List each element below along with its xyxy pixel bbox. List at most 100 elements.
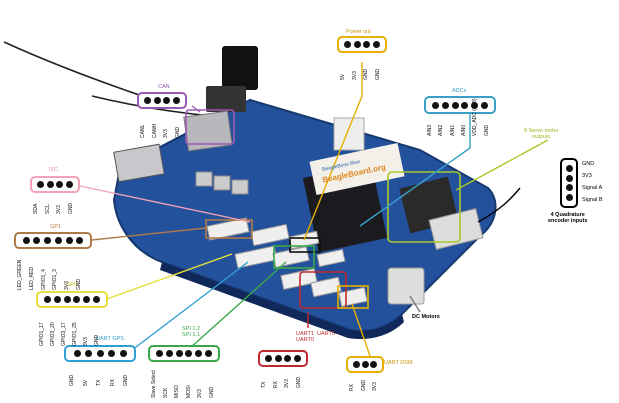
servo-note: 8 Servo motor outputs: [524, 128, 559, 141]
pin-label-can: CANL: [140, 124, 146, 138]
pin-icon: [85, 350, 92, 357]
gp1-connector: [14, 232, 92, 249]
pin-icon: [22, 237, 30, 244]
pin-icon: [54, 237, 62, 244]
usb-connector: [113, 143, 165, 183]
pin-label-can: 3V3: [163, 129, 169, 138]
pin-label-uart_gps: 5V: [82, 379, 89, 386]
pin-icon: [93, 296, 101, 303]
pin-label-uart1: GND: [295, 376, 302, 388]
pin-label-adcs: GND: [483, 124, 490, 136]
pin-label-adcs: AIN0: [460, 124, 467, 136]
pin-label-gp0: GND: [94, 334, 100, 346]
pin-icon: [205, 350, 213, 357]
pin-label-uart_gps: TX: [96, 379, 102, 386]
line-gp1: [91, 227, 207, 241]
pin-icon: [284, 355, 292, 362]
pin-label-gp1: GND: [76, 278, 82, 290]
pin-icon: [53, 296, 61, 303]
pin-label-spi: Slave Select: [151, 370, 157, 398]
line-i2c: [79, 185, 251, 223]
encoder-pin-signal-a: Signal A: [582, 185, 603, 191]
pin-icon: [451, 101, 459, 109]
encoder-pin-gnd: GND: [582, 161, 595, 167]
uart-dsm-connector: [346, 356, 384, 373]
encoder-connector-key: [560, 158, 578, 208]
pin-label-i2c: GND: [67, 202, 74, 214]
pin-icon: [56, 181, 64, 188]
uart-gps-title: UART GPS: [96, 336, 124, 342]
adcs-title: ADCs: [452, 88, 467, 94]
pin-label-gp1: 3V3: [64, 281, 71, 290]
pin-label-gp0: 3V3: [83, 337, 89, 346]
gp0-title: GP0: [66, 282, 78, 288]
pin-label-gp0: GPIO1_25: [72, 322, 78, 346]
pin-icon: [372, 41, 380, 48]
encoder-caption: 4 Quadrature encoder inputs: [548, 212, 588, 225]
line-adcs: [359, 114, 471, 227]
pin-label-gp0: GPIO1_17: [39, 322, 45, 346]
pin-label-uart1: RX: [272, 381, 279, 388]
pin-label-spi: SCK: [162, 387, 169, 398]
pin-icon: [471, 101, 479, 109]
pin-icon: [119, 350, 127, 357]
pin-label-spi: 3V3: [197, 389, 203, 398]
pin-label-gp1: LED_RED: [28, 266, 35, 290]
pin-icon: [353, 41, 361, 48]
pin-icon: [33, 237, 41, 244]
pin-icon: [565, 174, 573, 182]
pin-icon: [108, 350, 115, 357]
pin-icon: [265, 355, 273, 362]
can-title: CAN: [158, 84, 170, 90]
line-dc: [409, 295, 421, 313]
hl-spi: [273, 245, 315, 269]
pin-label-spi: MISO: [174, 385, 180, 398]
pin-icon: [481, 101, 489, 109]
pin-icon: [144, 97, 152, 104]
white-connector: [333, 117, 365, 151]
pin-icon: [185, 350, 193, 357]
dc-motor-connectors: [387, 267, 425, 305]
pin-icon: [565, 193, 573, 201]
line-can: [191, 105, 201, 113]
pin-icon: [361, 361, 369, 368]
pin-label-gp0: GPIO3_17: [61, 322, 67, 346]
pin-label-uart_dsm: GND: [360, 379, 367, 391]
power-jack: [222, 46, 258, 90]
gp1-title: GP1: [50, 224, 62, 230]
pin-icon: [73, 296, 81, 303]
pin-icon: [155, 350, 163, 357]
board-label: [309, 143, 405, 195]
hl-can: [185, 109, 235, 145]
pin-label-spi: GND: [208, 386, 215, 398]
pin-icon: [363, 41, 371, 48]
pin-icon: [461, 101, 469, 109]
encoder-pin-3v3: 3V3: [582, 173, 592, 179]
can-connector: [137, 92, 187, 109]
pin-label-gp1: LED_GREEN: [17, 259, 23, 290]
pin-icon: [370, 361, 378, 368]
line-spi: [189, 261, 287, 349]
pin-label-uart1: TX: [261, 381, 267, 388]
pin-label-adcs: VDD_ADC (1V8): [472, 98, 479, 136]
pin-label-i2c: 3V3: [56, 205, 62, 214]
pin-label-can: CANH: [151, 123, 158, 138]
pin-label-can: GND: [174, 126, 181, 138]
pin-icon: [431, 101, 439, 109]
uart-gps-connector: [64, 345, 136, 362]
pin-icon: [73, 350, 81, 357]
pin-label-power_out: 5V: [340, 73, 346, 80]
uart1-connector: [258, 350, 308, 367]
pin-icon: [165, 350, 173, 357]
i2c-connector: [30, 176, 80, 193]
encoder-connector: [428, 208, 484, 250]
pin-icon: [344, 41, 352, 48]
spi-title: SPI 1.2 SPI 1.1: [182, 326, 201, 339]
line-encoder: [477, 187, 521, 223]
pin-label-uart_dsm: RX: [349, 384, 355, 391]
uart-dsm-title: UART DSM: [384, 360, 413, 366]
pin-label-gp0: GPIO3_20: [50, 322, 56, 346]
uart1-title: UART1 UART5 UART0: [296, 331, 335, 344]
pin-label-i2c: SCL: [44, 204, 51, 214]
